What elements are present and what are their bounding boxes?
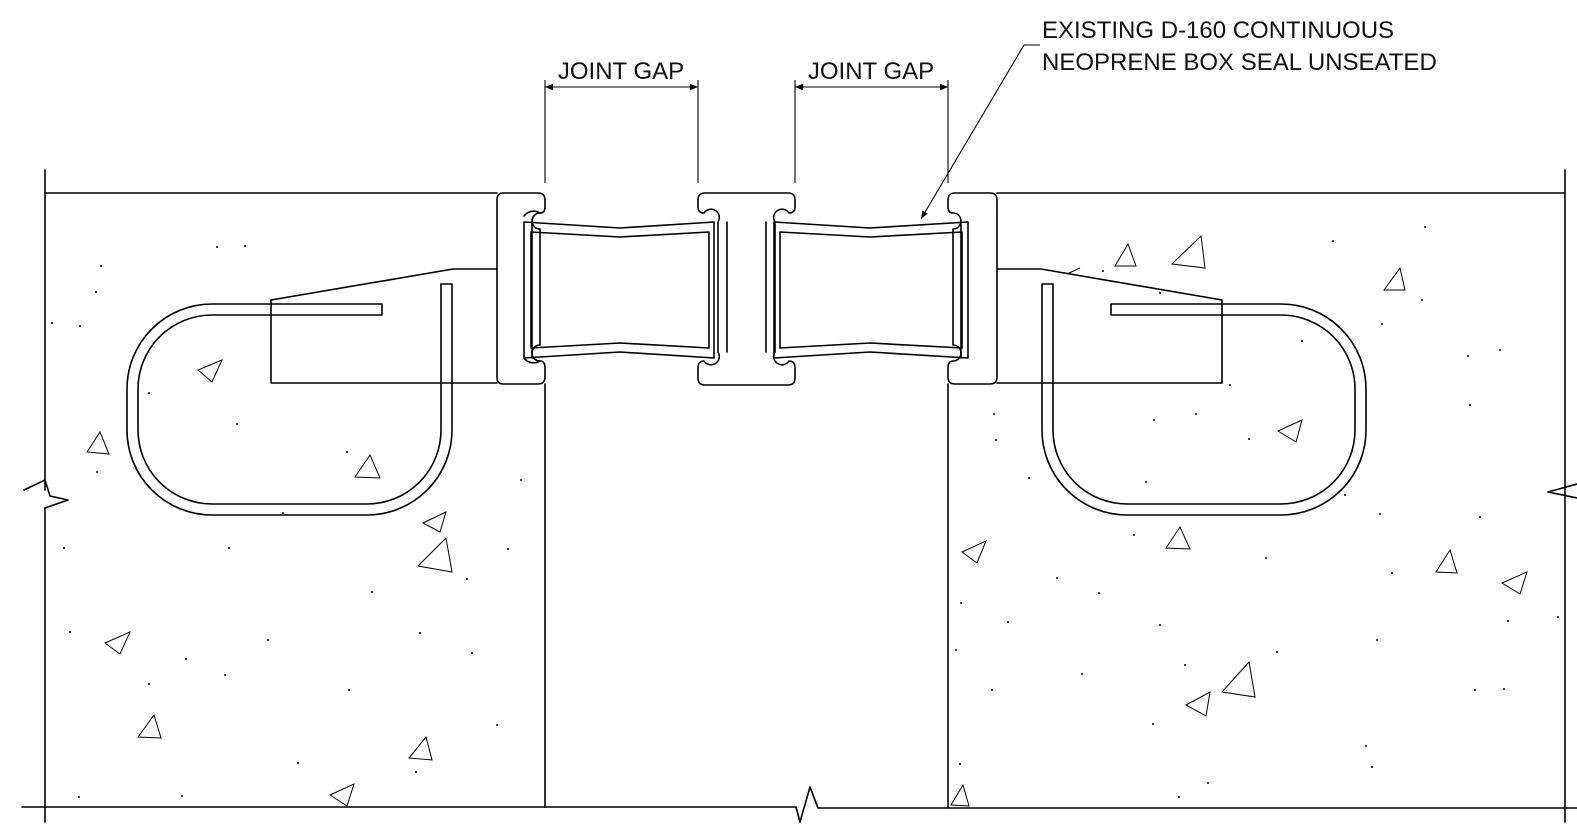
anchor-assembly-right bbox=[996, 268, 1367, 516]
joint-gap-dimension-left: JOINT GAP bbox=[544, 58, 699, 183]
joint-gap-dimension-right: JOINT GAP bbox=[794, 58, 949, 183]
seal-callout: EXISTING D-160 CONTINUOUS NEOPRENE BOX S… bbox=[920, 17, 1437, 220]
bridge-pier-center bbox=[544, 383, 949, 823]
callout-text-line-1: EXISTING D-160 CONTINUOUS bbox=[1042, 17, 1394, 44]
center-beam bbox=[697, 192, 796, 386]
edge-rail-left bbox=[496, 192, 546, 385]
concrete-slab-right bbox=[947, 169, 1577, 823]
anchor-assembly-left bbox=[126, 268, 498, 516]
concrete-slab-left bbox=[21, 169, 546, 823]
callout-text-line-2: NEOPRENE BOX SEAL UNSEATED bbox=[1042, 49, 1437, 76]
joint-gap-label-right: JOINT GAP bbox=[808, 58, 934, 85]
box-seal-left bbox=[523, 221, 715, 359]
joint-gap-label-left: JOINT GAP bbox=[558, 58, 684, 85]
aggregate-stipple bbox=[51, 226, 1559, 798]
box-seal-right bbox=[773, 221, 969, 359]
aggregate-hatch bbox=[86, 234, 1528, 807]
edge-rail-right bbox=[947, 192, 998, 385]
